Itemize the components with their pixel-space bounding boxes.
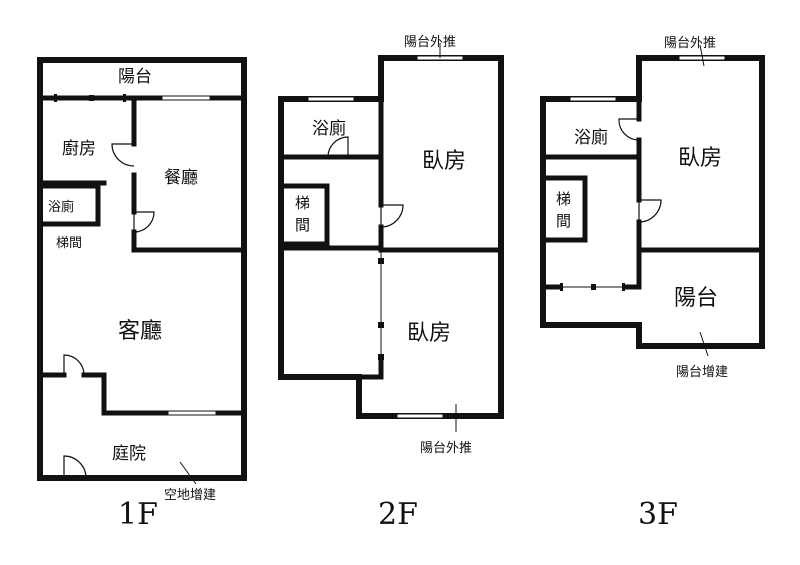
f2-sliding-door: [378, 250, 384, 360]
f2-balcony-out-bottom: 陽台外推: [420, 441, 472, 456]
f2-window-bottom: [396, 413, 444, 419]
f1-bathroom-box: [39, 183, 101, 227]
f1-floor-label: 1F: [118, 497, 158, 532]
f2-outer-wall: [278, 55, 504, 419]
f1-dining-door: [133, 211, 155, 233]
f2-bathroom-label: 浴廁: [312, 118, 346, 139]
f1-bathroom-label: 浴廁: [48, 199, 74, 215]
f1-courtyard-wall: [81, 372, 247, 416]
f1-kitchen-label: 廚房: [62, 138, 96, 159]
f1-living-door: [63, 354, 85, 376]
f2-floor-label: 2F: [378, 497, 418, 532]
f3-bath-door: [618, 118, 640, 141]
f2-bedroom-top-label: 臥房: [422, 149, 466, 174]
f3-bathroom-label: 浴廁: [574, 127, 608, 148]
f1-sliding-door: [54, 94, 126, 102]
f1-entrance-door: [63, 455, 87, 479]
f1-courtyard-label: 庭院: [112, 444, 146, 464]
f1-extension-note: 空地增建: [164, 488, 216, 503]
f1-kitchen-door: [111, 143, 135, 167]
floor-2f: 陽台外推 浴廁 臥房 梯 間 臥房 陽台外推 2F: [278, 35, 504, 532]
f3-bedroom-door: [638, 199, 662, 223]
floor-3f: 陽台外推 浴廁 臥房 梯 間 陽台 陽台增建 3F: [540, 36, 765, 532]
f1-dining-label: 餐廳: [164, 168, 198, 188]
f1-living-label: 客廳: [118, 319, 162, 344]
f2-bedroom-bottom-label: 臥房: [407, 321, 451, 346]
f1-outer-wall: [37, 57, 247, 481]
f1-window-dining: [161, 95, 211, 101]
f1-stairs-label: 梯間: [56, 236, 82, 251]
f3-balcony-out-top: 陽台外推: [664, 36, 716, 51]
f1-window-living: [167, 410, 217, 416]
f3-stairs-box: [542, 175, 588, 243]
svg-text:間: 間: [556, 212, 571, 230]
f2-bedroom-door: [380, 204, 404, 228]
f3-bedroom-label: 臥房: [678, 146, 722, 171]
f3-balcony-extension: 陽台增建: [676, 365, 728, 380]
f2-balcony-out-top: 陽台外推: [404, 35, 456, 50]
f2-stairs-box: [280, 183, 330, 247]
f1-balcony-label: 陽台: [118, 67, 152, 87]
svg-text:間: 間: [295, 216, 310, 234]
svg-text:梯: 梯: [556, 190, 571, 208]
floor-1f: 陽台 廚房 餐廳 浴廁 梯間 客廳 庭院 空地增建 1F: [37, 57, 247, 532]
f3-window-bath: [569, 96, 617, 102]
f3-balcony-label: 陽台: [674, 286, 718, 311]
svg-text:梯: 梯: [295, 194, 310, 212]
f3-floor-label: 3F: [638, 497, 678, 532]
f3-outer-wall: [540, 55, 765, 349]
f2-bath-door: [327, 136, 349, 158]
f2-window-bath: [307, 96, 355, 102]
f3-sliding-door: [560, 283, 625, 291]
